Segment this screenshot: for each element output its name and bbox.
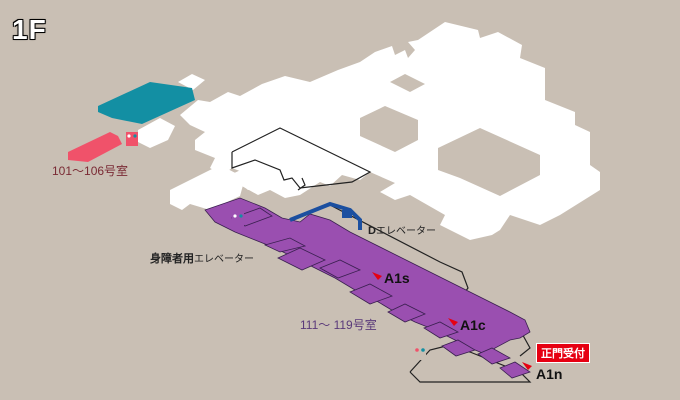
elevator-d-structure [289, 201, 362, 230]
a1s-label: A1s [384, 270, 410, 286]
rooms-101-106-label: 101〜106号室 [52, 164, 129, 178]
a1n-label: A1n [536, 366, 563, 382]
teal-room [98, 82, 195, 124]
restroom-icon [126, 132, 138, 146]
elevator-d-label: Dエレベーター [368, 225, 436, 237]
courtyards [360, 74, 540, 196]
rooms-111-119-label: 111〜 119号室 [300, 318, 377, 332]
floor-title: 1F [12, 14, 47, 45]
restroom-icon [414, 346, 426, 360]
rooms-111-119-block [204, 197, 531, 379]
rooms-101-106-block [68, 132, 122, 162]
accessible-elevator-label: 身障者用エレベーター [150, 253, 254, 265]
red-pointer-arrow [372, 272, 532, 370]
a1c-label: A1c [460, 317, 486, 333]
restroom-icon [232, 212, 244, 226]
main-entrance-badge: 正門受付 [536, 343, 590, 363]
